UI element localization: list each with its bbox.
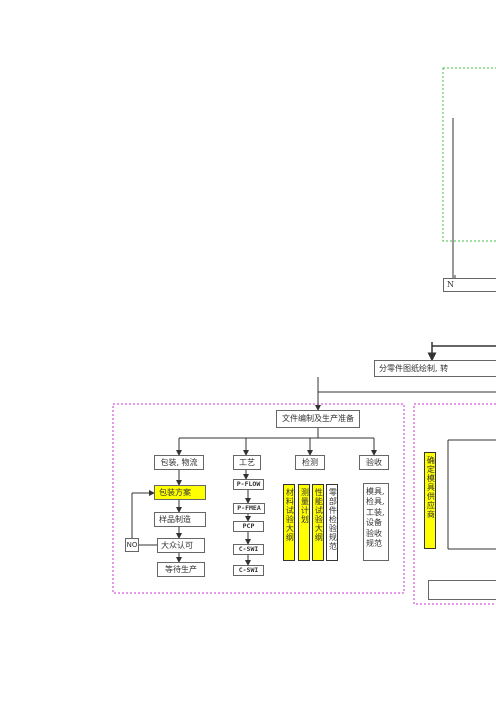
parts-label: 零部件检验规范 (328, 488, 338, 551)
measure-box: 测量计划 (298, 484, 310, 561)
inspect-label: 检测 (302, 457, 318, 467)
pfmea-label: P-FMEA (237, 504, 261, 513)
cswi2-box: C-SWI (233, 565, 264, 576)
drawing-box: 分零件图纸绘制, 转 (374, 360, 496, 377)
supplier-box: 确定模具供应商 (424, 452, 436, 549)
right-frame (413, 403, 496, 605)
cswi1-box: C-SWI (233, 544, 264, 555)
mass-label: 大众认可 (161, 540, 193, 550)
no-left-box: NO (125, 538, 139, 552)
sample-box: 样品制造 (154, 512, 206, 527)
right-bottom-box (428, 580, 496, 600)
cswi1-label: C-SWI (238, 545, 259, 554)
pflow-box: P-FLOW (233, 479, 264, 490)
pack-label: 包装, 物流 (160, 457, 198, 467)
parts-box: 零部件检验规范 (326, 484, 338, 561)
pack-plan-label: 包装方案 (159, 487, 191, 497)
pfmea-box: P-FMEA (233, 503, 265, 514)
no-left-label: NO (126, 540, 138, 549)
accept-label: 验收 (366, 457, 382, 467)
doc-prep-box: 文件编制及生产准备 (276, 410, 360, 428)
mass-box: 大众认可 (157, 538, 205, 553)
left-frame (112, 403, 405, 594)
pcp-box: PCP (233, 521, 264, 532)
no-top-box: N (443, 278, 496, 292)
wait-label: 等待生产 (165, 564, 197, 574)
sample-label: 样品制造 (159, 514, 191, 524)
doc-prep-label: 文件编制及生产准备 (282, 414, 354, 423)
process-label: 工艺 (239, 457, 255, 467)
drawing-label: 分零件图纸绘制, 转 (379, 363, 449, 373)
no-top-label: N (447, 280, 454, 289)
performance-box: 性能试验大纲 (312, 484, 324, 561)
performance-label: 性能试验大纲 (314, 488, 324, 542)
measure-label: 测量计划 (300, 488, 310, 524)
inspect-box: 检测 (295, 455, 325, 470)
material-label: 材料试验大纲 (285, 488, 295, 542)
material-box: 材料试验大纲 (283, 484, 295, 561)
wait-box: 等待生产 (157, 562, 205, 577)
pcp-label: PCP (242, 522, 255, 531)
pflow-label: P-FLOW (236, 480, 261, 489)
accept-box: 验收 (359, 455, 389, 470)
supplier-label: 确定模具供应商 (426, 456, 436, 519)
molds-label: 模具, 检具, 工装, 设备验收规范 (366, 487, 385, 548)
pack-box: 包装, 物流 (154, 455, 204, 470)
molds-box: 模具, 检具, 工装, 设备验收规范 (363, 483, 389, 561)
cswi2-label: C-SWI (238, 566, 259, 575)
pack-plan-box: 包装方案 (154, 485, 206, 500)
top-right-frame (442, 67, 496, 242)
process-box: 工艺 (233, 455, 261, 470)
